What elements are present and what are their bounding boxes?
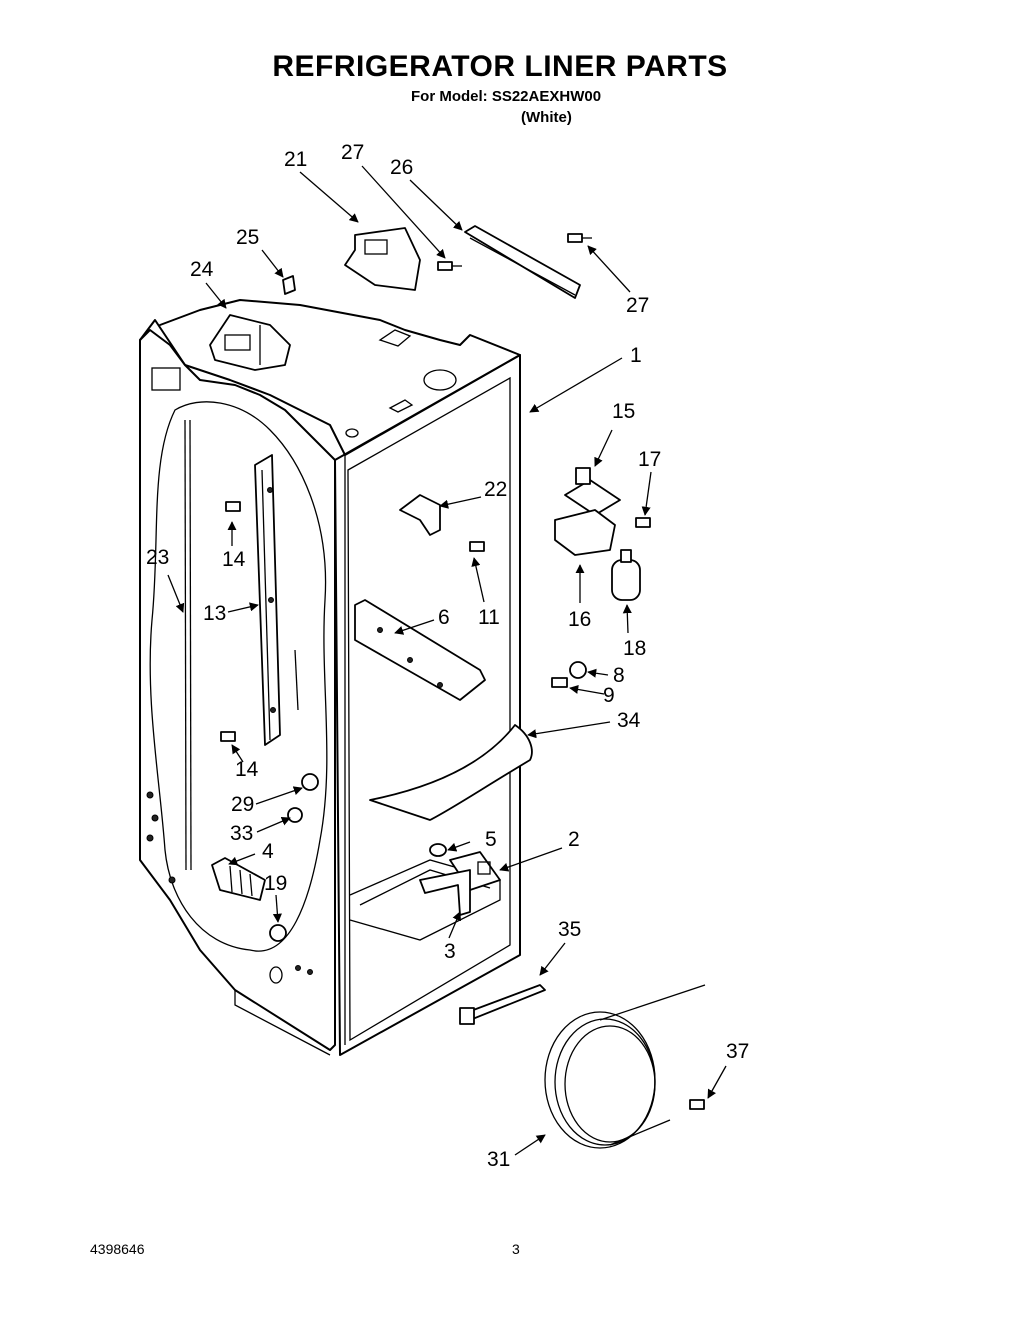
part-6-bracket: [354, 599, 486, 701]
part-26-strip: [464, 225, 581, 299]
callout-14-top: 14: [222, 548, 246, 571]
part-21-bracket: [344, 227, 421, 291]
document-number: 4398646: [90, 1241, 145, 1257]
part-31-coil: [544, 984, 706, 1149]
model-line: For Model: SS22AEXHW00: [411, 88, 602, 105]
part-34-cover: [369, 724, 533, 821]
part-19-plug: [269, 924, 287, 942]
callout-13: 13: [203, 602, 226, 625]
callout-29: 29: [231, 793, 254, 816]
leader-lines: [167, 165, 727, 1156]
screw-11: [469, 541, 485, 552]
part-8: [569, 661, 587, 679]
callout-31: 31: [487, 1148, 510, 1171]
callout-18: 18: [623, 637, 646, 660]
color-line: (White): [521, 109, 572, 126]
page-number: 3: [512, 1241, 520, 1257]
part-35-tie: [459, 984, 546, 1025]
part-17-screw: [635, 517, 651, 528]
callout-15: 15: [612, 400, 635, 423]
part-4-vent: [211, 857, 266, 901]
callout-27-top: 27: [341, 141, 364, 164]
callout-2: 2: [568, 828, 580, 851]
part-24-housing: [209, 314, 291, 371]
callout-34: 34: [617, 709, 641, 732]
callout-27-right: 27: [626, 294, 649, 317]
callout-5: 5: [485, 828, 497, 851]
part-13-rail: [254, 454, 299, 746]
callout-8: 8: [613, 664, 625, 687]
callout-25: 25: [236, 226, 259, 249]
callout-16: 16: [568, 608, 591, 631]
callout-22: 22: [484, 478, 507, 501]
callout-33: 33: [230, 822, 253, 845]
page-title: REFRIGERATOR LINER PARTS: [272, 50, 728, 83]
part-29: [301, 773, 319, 791]
callout-3: 3: [444, 940, 456, 963]
callout-labels: 1 2 3 4 5 6 8 9 11 13 14 14 15 16 17 18 …: [146, 141, 749, 1171]
screw-14-bottom: [220, 731, 236, 742]
screw-37: [689, 1099, 705, 1110]
part-15-assembly: [564, 467, 621, 516]
callout-14-bottom: 14: [235, 758, 259, 781]
callout-21: 21: [284, 148, 307, 171]
part-33: [287, 807, 303, 823]
part-5-nut: [429, 843, 447, 857]
screw-14-top: [225, 501, 241, 512]
callout-4: 4: [262, 840, 274, 863]
liner-cabinet: [139, 299, 521, 1056]
callout-35: 35: [558, 918, 581, 941]
part-9: [551, 677, 568, 688]
callout-1: 1: [630, 344, 642, 367]
callout-17: 17: [638, 448, 661, 471]
part-16-housing: [554, 509, 616, 556]
callout-23: 23: [146, 546, 169, 569]
part-18-cylinder: [611, 549, 641, 601]
callout-37: 37: [726, 1040, 749, 1063]
callout-19: 19: [264, 872, 287, 895]
screw-27-right: [567, 233, 592, 243]
callout-11: 11: [478, 606, 500, 629]
part-22-bracket: [399, 494, 441, 536]
part-3-bracket: [419, 869, 471, 916]
part-25-clip: [282, 275, 296, 295]
screw-27-left: [437, 261, 462, 271]
callout-24: 24: [190, 258, 214, 281]
callout-6: 6: [438, 606, 450, 629]
callout-26: 26: [390, 156, 413, 179]
callout-9: 9: [603, 684, 615, 707]
